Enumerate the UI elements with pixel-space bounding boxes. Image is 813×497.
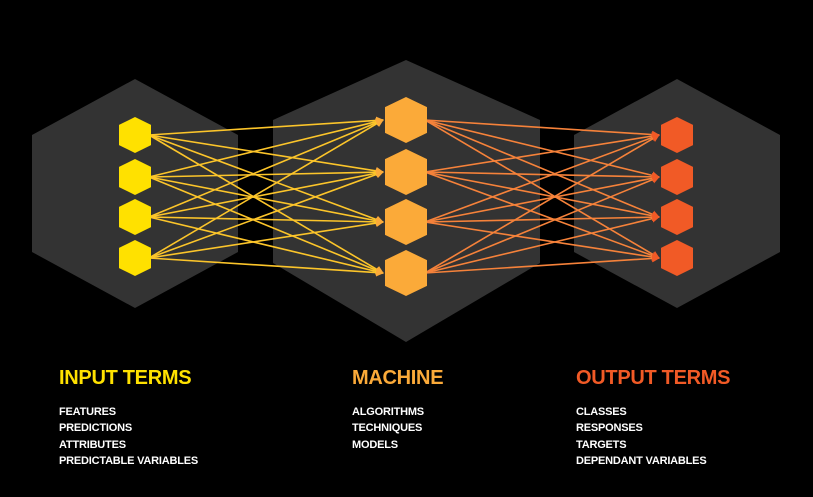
machine-node — [385, 250, 427, 296]
input-term: PREDICTIONS — [59, 422, 132, 435]
output-node — [661, 240, 693, 276]
output-node — [661, 199, 693, 235]
machine-to-output-edge — [424, 119, 660, 219]
input-to-machine-edge — [148, 219, 384, 259]
input-terms-column: INPUT TERMS FEATURES PREDICTIONS ATTRIBU… — [59, 366, 198, 469]
machine-term: TECHNIQUES — [352, 422, 423, 435]
machine-column: MACHINE ALGORITHMS TECHNIQUES MODELS — [352, 366, 444, 453]
output-terms-heading: OUTPUT TERMS — [576, 367, 731, 389]
output-node — [661, 159, 693, 195]
machine-to-output-edge — [424, 171, 660, 260]
input-to-machine-edge — [148, 134, 384, 274]
machine-to-output-edge — [424, 119, 660, 259]
machine-node — [385, 97, 427, 143]
input-to-machine-edge — [148, 257, 384, 277]
input-to-machine-edge — [148, 134, 384, 224]
input-to-machine-edge — [148, 168, 384, 178]
machine-to-output-edge — [424, 174, 660, 223]
output-terms-column: OUTPUT TERMS CLASSES RESPONSES TARGETS D… — [576, 366, 730, 469]
input-terms-heading: INPUT TERMS — [59, 367, 192, 389]
input-to-machine-edge — [148, 116, 384, 136]
machine-to-output-edge — [424, 171, 660, 220]
input-node — [119, 199, 151, 235]
input-to-machine-edge — [148, 176, 384, 275]
machine-to-output-edge — [424, 171, 660, 181]
output-term: RESPONSES — [576, 422, 643, 435]
input-to-machine-edge — [148, 170, 384, 259]
machine-heading: MACHINE — [352, 367, 444, 389]
input-term: ATTRIBUTES — [59, 438, 126, 451]
machine-to-output-edge — [424, 214, 660, 274]
machine-to-output-edge — [424, 221, 660, 261]
input-term: PREDICTABLE VARIABLES — [59, 454, 199, 467]
input-to-machine-edge — [148, 118, 384, 218]
input-to-machine-edge — [148, 119, 384, 259]
output-node — [661, 117, 693, 153]
input-node — [119, 117, 151, 153]
machine-term: MODELS — [352, 438, 398, 451]
output-term: TARGETS — [576, 438, 627, 451]
output-term: CLASSES — [576, 406, 627, 418]
machine-to-output-edge — [424, 132, 660, 173]
input-node — [119, 240, 151, 276]
neural-network-diagram — [32, 60, 780, 342]
machine-term: ALGORITHMS — [352, 406, 424, 418]
machine-to-output-edge — [424, 119, 660, 139]
input-to-machine-edge — [148, 169, 384, 218]
machine-node — [385, 199, 427, 245]
input-node — [119, 159, 151, 195]
input-to-machine-edge — [148, 216, 384, 226]
machine-to-output-edge — [424, 119, 660, 180]
output-term: DEPENDANT VARIABLES — [576, 454, 707, 467]
input-to-machine-edge — [148, 134, 384, 175]
input-to-machine-edge — [148, 117, 384, 178]
machine-to-output-edge — [424, 213, 660, 223]
machine-node — [385, 149, 427, 195]
input-to-machine-edge — [148, 216, 384, 276]
input-to-machine-edge — [148, 176, 384, 225]
machine-to-output-edge — [424, 134, 660, 274]
machine-to-output-edge — [424, 175, 660, 274]
input-term: FEATURES — [59, 406, 116, 418]
machine-to-output-edge — [424, 133, 660, 223]
machine-to-output-edge — [424, 254, 660, 274]
